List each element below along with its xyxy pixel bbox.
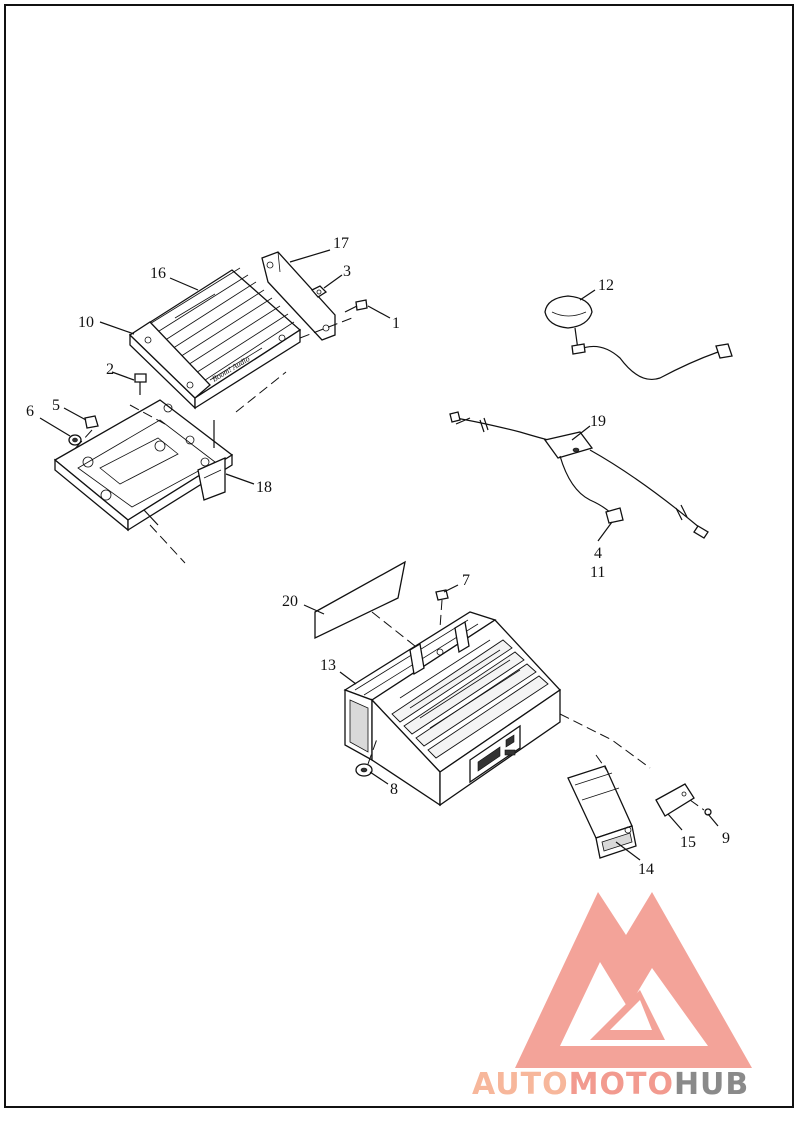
callout-1: 1	[392, 315, 400, 332]
memory-card-module	[567, 765, 637, 859]
radio-fasteners	[355, 589, 449, 777]
callout-9: 9	[722, 830, 730, 847]
callout-12: 12	[598, 277, 614, 294]
watermark-part-hub: HUB	[674, 1067, 749, 1102]
amplifier-bracket	[53, 399, 234, 532]
alignment-line	[149, 524, 186, 564]
callout-18: 18	[256, 479, 272, 496]
callout-5: 5	[52, 397, 60, 414]
gps-antenna	[544, 295, 733, 380]
callout-11: 11	[590, 564, 605, 581]
alignment-line	[129, 404, 166, 425]
alignment-line	[595, 754, 609, 773]
small-fasteners-upper	[68, 285, 368, 446]
alignment-line	[371, 611, 421, 651]
callout-8: 8	[390, 781, 398, 798]
callout-20: 20	[282, 593, 298, 610]
callout-7: 7	[462, 572, 470, 589]
alignment-line	[235, 371, 287, 413]
callout-16: 16	[150, 265, 166, 282]
watermark-emblem-icon	[515, 892, 752, 1068]
diagram-frame	[4, 4, 794, 1108]
callout-2: 2	[106, 361, 114, 378]
callout-15: 15	[680, 834, 696, 851]
callout-19: 19	[590, 413, 606, 430]
callout-6: 6	[26, 403, 34, 420]
radio-head-unit	[343, 611, 561, 807]
callout-labels: 1 2 3 4 5 6 7 8 9 10 11 12 13 14 15 16 1…	[26, 235, 730, 878]
alignment-line	[299, 317, 353, 339]
callout-4: 4	[594, 545, 602, 562]
amplifier-side-bracket	[261, 251, 336, 341]
callout-14: 14	[638, 861, 654, 878]
watermark-text-auto: AUTOMOTOHUB	[472, 1067, 749, 1102]
alignment-line	[71, 429, 93, 453]
wiring-harness	[449, 411, 709, 539]
callout-3: 3	[343, 263, 351, 280]
cover-plate	[655, 783, 712, 817]
watermark-part-auto: AUTO	[472, 1067, 569, 1102]
watermark-part-moto: MOTO	[569, 1067, 674, 1102]
label-sheet	[314, 560, 406, 640]
callout-17: 17	[333, 235, 349, 252]
amplifier-unit: Boom! Audio	[128, 267, 302, 410]
leader-lines	[39, 249, 719, 861]
callout-13: 13	[320, 657, 336, 674]
callout-10: 10	[78, 314, 94, 331]
alignment-line	[559, 713, 651, 769]
